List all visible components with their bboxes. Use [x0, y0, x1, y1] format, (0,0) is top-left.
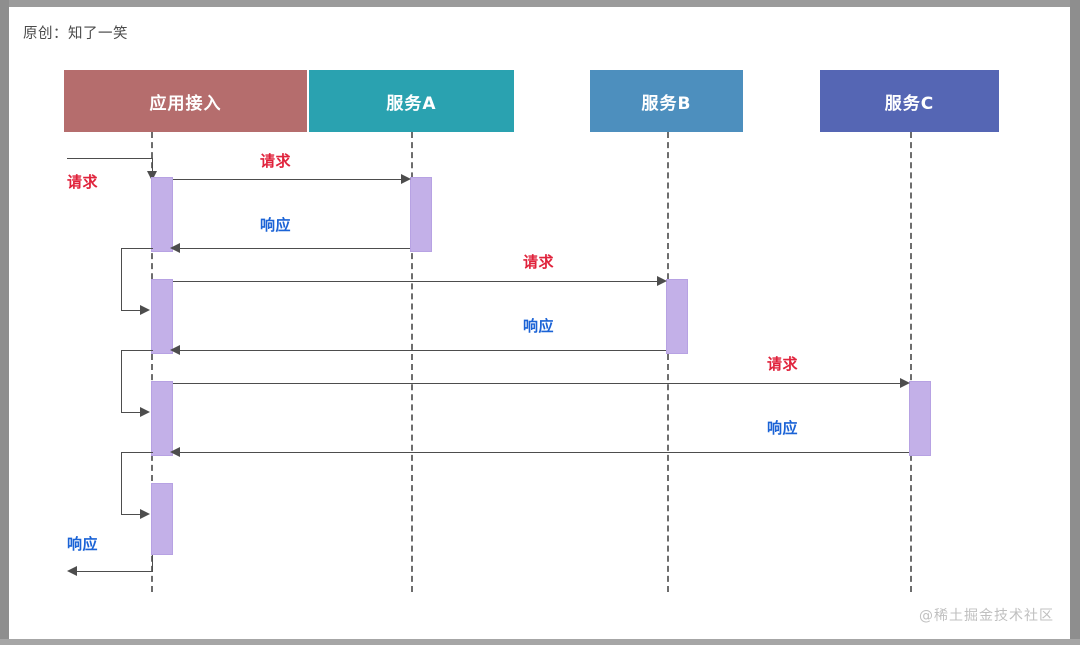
frame-border-top [0, 0, 1080, 7]
selfloop-line-1-bottom [121, 310, 143, 311]
arrowhead-selfloop-1 [140, 305, 150, 315]
message-label-request-c: 请求 [767, 355, 799, 373]
frame-border-left [0, 0, 9, 645]
arrowhead-selfloop-2 [140, 407, 150, 417]
arrowhead-external-response [67, 566, 77, 576]
message-line-external-request [67, 158, 153, 159]
message-label-response-b: 响应 [523, 317, 555, 335]
message-elbow-external-request [152, 158, 153, 174]
message-line-external-response [71, 571, 153, 572]
activation-service-b-1 [666, 279, 688, 354]
selfloop-line-3-top [121, 452, 153, 453]
arrowhead-request-c [900, 378, 910, 388]
activation-service-c-1 [909, 381, 931, 456]
watermark-text: @稀土掘金技术社区 [919, 608, 1054, 624]
message-label-response-a: 响应 [260, 216, 292, 234]
actor-header-app[interactable]: 应用接入 [64, 70, 307, 132]
activation-app-1 [151, 177, 173, 252]
actor-label-service-a: 服务A [386, 93, 437, 114]
selfloop-line-2-top [121, 350, 153, 351]
frame-border-right [1070, 0, 1080, 645]
activation-app-4 [151, 483, 173, 555]
actor-header-service-b[interactable]: 服务B [590, 70, 743, 132]
lifeline-app [151, 132, 153, 592]
message-line-response-c [173, 452, 909, 453]
message-line-response-a [173, 248, 410, 249]
message-line-request-a [173, 179, 405, 180]
actor-label-app: 应用接入 [149, 93, 222, 114]
message-label-response-c: 响应 [767, 419, 799, 437]
actor-label-service-c: 服务C [884, 93, 935, 114]
selfloop-line-2-vertical [121, 350, 122, 412]
diagram-canvas: 原创：知了一笑 @稀土掘金技术社区 应用接入 服务A 服务B 服务C 请求 [9, 7, 1070, 639]
lifeline-service-c [910, 132, 912, 592]
frame-border-bottom [0, 639, 1080, 645]
activation-app-3 [151, 381, 173, 456]
lifeline-service-b [667, 132, 669, 592]
selfloop-line-3-bottom [121, 514, 143, 515]
arrowhead-selfloop-3 [140, 509, 150, 519]
selfloop-line-2-bottom [121, 412, 143, 413]
arrowhead-response-c [170, 447, 180, 457]
message-label-external-request: 请求 [67, 173, 99, 191]
message-line-request-c [173, 383, 904, 384]
actor-header-service-a[interactable]: 服务A [309, 70, 514, 132]
credit-text: 原创：知了一笑 [23, 26, 128, 42]
message-label-external-response: 响应 [67, 535, 99, 553]
message-elbow-external-response [152, 555, 153, 572]
arrowhead-response-a [170, 243, 180, 253]
message-label-request-b: 请求 [523, 253, 555, 271]
arrowhead-response-b [170, 345, 180, 355]
arrowhead-request-a [401, 174, 411, 184]
message-line-response-b [173, 350, 666, 351]
selfloop-line-1-top [121, 248, 153, 249]
lifeline-service-a [411, 132, 413, 592]
actor-label-service-b: 服务B [641, 93, 692, 114]
actor-header-service-c[interactable]: 服务C [820, 70, 999, 132]
arrowhead-external-request [147, 171, 157, 181]
selfloop-line-3-vertical [121, 452, 122, 514]
message-label-request-a: 请求 [260, 152, 292, 170]
message-line-request-b [173, 281, 661, 282]
selfloop-line-1-vertical [121, 248, 122, 310]
activation-service-a-1 [410, 177, 432, 252]
activation-app-2 [151, 279, 173, 354]
arrowhead-request-b [657, 276, 667, 286]
